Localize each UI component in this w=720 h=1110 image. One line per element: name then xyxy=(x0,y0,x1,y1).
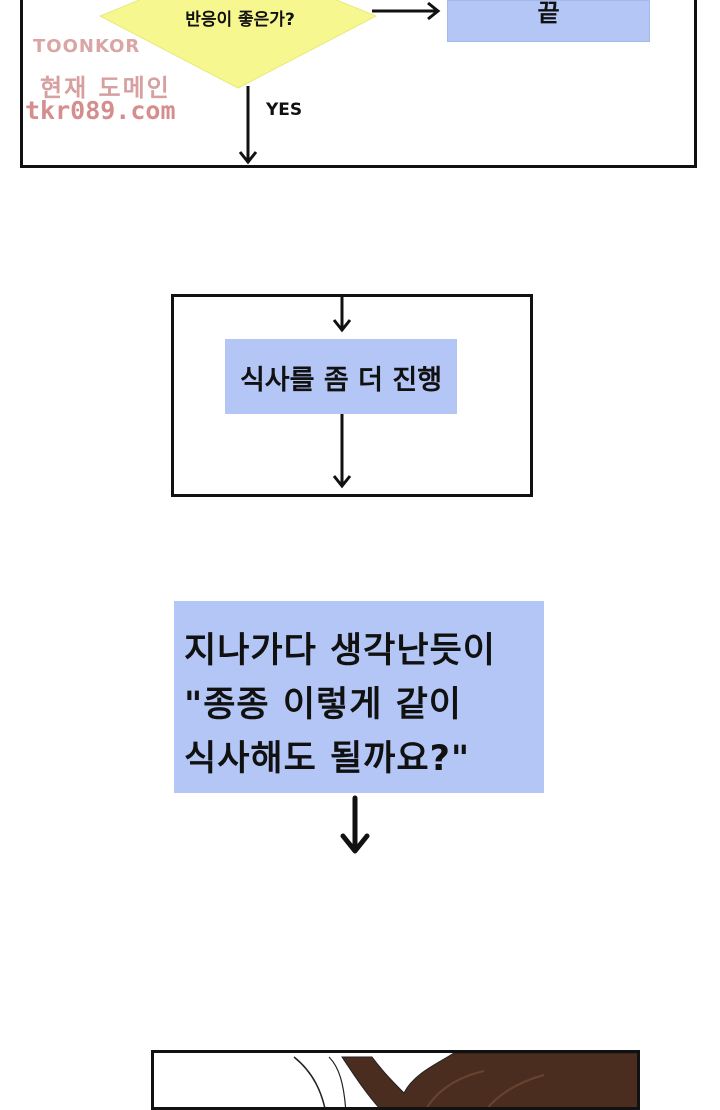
step-label: 식사를 좀 더 진행 xyxy=(225,358,457,397)
arrow-right-icon xyxy=(370,0,450,24)
decision-label: 반응이 좋은가? xyxy=(150,5,330,30)
arrow-down-icon xyxy=(236,84,260,168)
arrow-down-icon xyxy=(338,796,372,858)
arrow-down-icon xyxy=(330,294,354,336)
narration-line-3: 식사해도 될까요?" xyxy=(184,730,470,781)
yes-label: YES xyxy=(266,100,302,120)
arrow-down-icon xyxy=(330,414,354,492)
comic-panel xyxy=(151,1050,640,1110)
narration-line-1: 지나가다 생각난듯이 xyxy=(184,622,496,673)
narration-line-2: "종종 이렇게 같이 xyxy=(184,676,462,727)
watermark-brand: TOONKOR xyxy=(33,36,140,57)
end-label: 끝 xyxy=(447,0,650,26)
character-illustration xyxy=(154,1053,640,1110)
watermark-url: tkr089.com xyxy=(25,96,176,125)
